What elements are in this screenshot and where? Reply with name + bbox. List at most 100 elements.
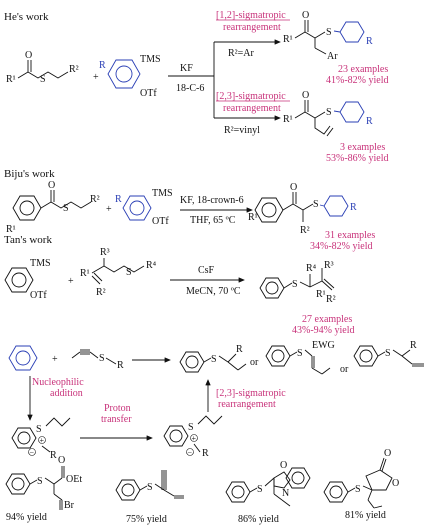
svg-text:S: S (37, 476, 43, 487)
svg-text:R: R (366, 36, 373, 47)
svg-text:R²: R² (69, 64, 79, 75)
svg-text:S: S (257, 484, 263, 495)
biju-reagent-2: THF, 65 ºC (190, 215, 236, 226)
svg-text:R⁴: R⁴ (306, 263, 317, 274)
he-route-a-cond: R²=Ar (228, 48, 255, 59)
tan-allyl-sulfide: R¹ R³ R² S R⁴ (80, 247, 157, 298)
mech-step-2b: transfer (101, 414, 132, 425)
svg-text:S: S (40, 74, 46, 85)
svg-text:S: S (188, 422, 194, 433)
example-4: S O O (323, 448, 399, 509)
svg-text:−: − (188, 448, 193, 457)
svg-text:R¹: R¹ (283, 114, 293, 125)
svg-text:R¹: R¹ (6, 74, 16, 85)
svg-text:O: O (280, 460, 287, 471)
svg-text:S: S (326, 27, 332, 38)
svg-text:Ar: Ar (327, 51, 338, 62)
svg-text:OTf: OTf (30, 290, 47, 301)
svg-text:R: R (99, 60, 106, 71)
example-2: S (115, 470, 184, 501)
svg-text:O: O (392, 478, 399, 489)
svg-text:S: S (313, 199, 319, 210)
svg-text:S: S (36, 424, 42, 435)
biju-product: R¹ O S R² R (248, 182, 357, 236)
he-route-b-examples: 3 examples (340, 142, 385, 153)
tan-aryne-precursor: TMS OTf (4, 258, 51, 301)
svg-text:S: S (126, 267, 132, 278)
biju-examples: 31 examples (325, 230, 375, 241)
he-route-b-title-1: [2,3]-sigmatropic (216, 91, 286, 102)
svg-text:S: S (385, 348, 391, 359)
example-1-yield: 94% yield (6, 512, 47, 523)
svg-text:R¹: R¹ (248, 212, 258, 223)
svg-text:R³: R³ (100, 247, 110, 258)
svg-text:TMS: TMS (140, 54, 161, 65)
example-2-yield: 75% yield (126, 514, 167, 525)
svg-text:R¹: R¹ (316, 289, 326, 300)
mech-benzyne (8, 345, 38, 371)
he-route-b-cond: R²=vinyl (224, 125, 260, 136)
svg-text:+: + (192, 434, 197, 443)
he-route-b-yield: 53%-86% yield (326, 153, 389, 164)
svg-text:S: S (147, 482, 153, 493)
tan-yield: 43%-94% yield (292, 325, 355, 336)
svg-text:R: R (50, 450, 57, 461)
mech-step-2a: Proton (104, 403, 131, 414)
svg-text:S: S (326, 107, 332, 118)
svg-text:O: O (290, 182, 297, 193)
svg-text:R⁴: R⁴ (146, 260, 157, 271)
svg-text:+: + (40, 436, 45, 445)
svg-text:TMS: TMS (152, 188, 173, 199)
svg-text:O: O (25, 50, 32, 61)
he-reagent-kf: KF (180, 63, 193, 74)
svg-text:TMS: TMS (30, 258, 51, 269)
plus-1: + (93, 72, 99, 83)
heading-he: He's work (4, 11, 49, 23)
svg-text:−: − (30, 448, 35, 457)
biju-reagent-1: KF, 18-crown-6 (180, 195, 244, 206)
svg-text:R: R (202, 448, 209, 459)
he-arrow-branch: KF 18-C-6 (168, 39, 281, 121)
he-reagent-crown: 18-C-6 (176, 83, 204, 94)
mech-step-3a: [2,3]-sigmatropic (216, 388, 286, 399)
biju-arrow: KF, 18-crown-6 THF, 65 ºC (180, 195, 253, 226)
svg-text:R¹: R¹ (6, 224, 16, 235)
biju-aryne-precursor: R TMS OTf (115, 188, 173, 227)
mech-product-2: S EWG (265, 340, 335, 375)
svg-text:O: O (48, 180, 55, 191)
svg-text:R: R (366, 116, 373, 127)
tan-examples: 27 examples (302, 314, 352, 325)
tan-reagent-2: MeCN, 70 ºC (186, 286, 241, 297)
svg-text:R: R (236, 344, 243, 355)
mech-ylide-2: S + − R (163, 415, 223, 459)
svg-text:R: R (117, 360, 124, 371)
example-4-yield: 81% yield (345, 510, 386, 521)
svg-text:S: S (211, 354, 217, 365)
svg-text:R²: R² (326, 294, 336, 305)
tan-arrow: CsF MeCN, 70 ºC (170, 265, 245, 297)
svg-text:OTf: OTf (152, 216, 169, 227)
svg-text:S: S (355, 484, 361, 495)
svg-text:R¹: R¹ (283, 34, 293, 45)
svg-text:O: O (58, 455, 65, 466)
he-aryne-precursor: R TMS OTf (99, 54, 161, 99)
svg-text:S: S (297, 348, 303, 359)
svg-text:Br: Br (64, 500, 75, 511)
mech-product-3: S R (353, 340, 424, 367)
svg-text:R²: R² (96, 287, 106, 298)
he-route-a-title-2: rearrangement (223, 22, 281, 33)
he-product-b: R¹ O S R (283, 90, 373, 137)
svg-text:O: O (302, 10, 309, 21)
biju-yield: 34%-82% yield (310, 241, 373, 252)
example-3-yield: 86% yield (238, 514, 279, 525)
biju-reactant-ketone: R¹ O S R² (6, 180, 100, 235)
svg-text:S: S (99, 353, 105, 364)
he-route-b-title-2: rearrangement (223, 103, 281, 114)
plus-2: + (106, 204, 112, 215)
svg-text:S: S (63, 203, 69, 214)
he-product-a: R¹ O S Ar R (283, 10, 373, 62)
he-reactant-sulfide: R¹ O S R² (6, 50, 79, 85)
svg-text:OTf: OTf (140, 88, 157, 99)
svg-text:S: S (292, 279, 298, 290)
svg-text:R³: R³ (324, 260, 334, 271)
